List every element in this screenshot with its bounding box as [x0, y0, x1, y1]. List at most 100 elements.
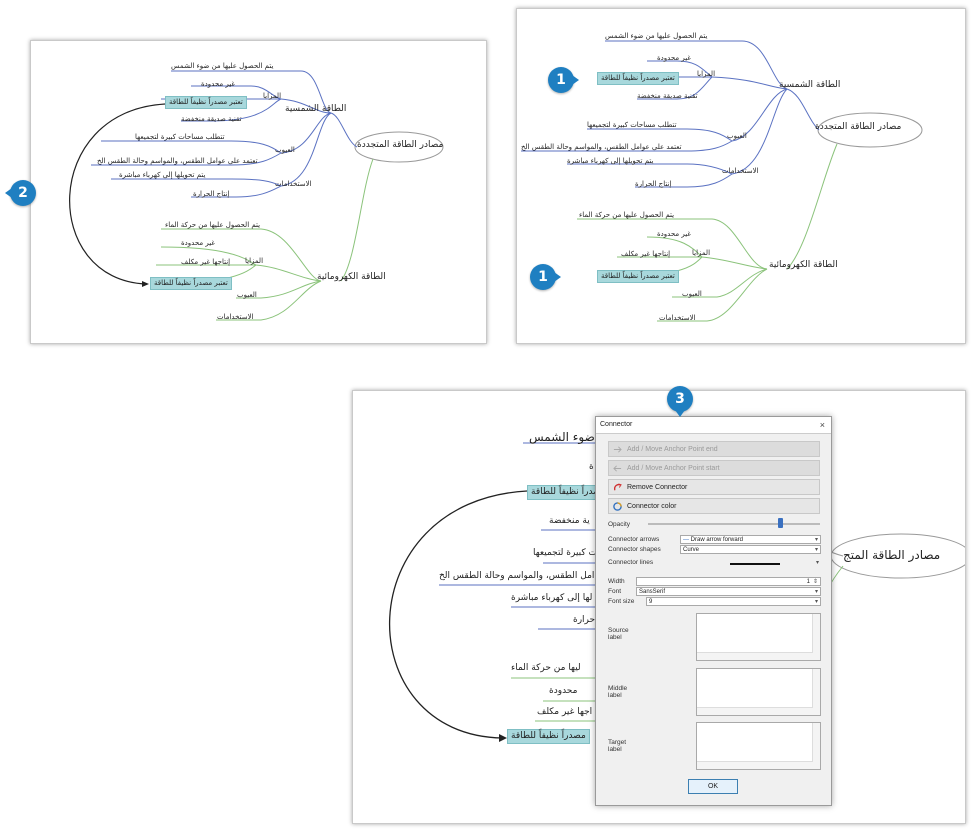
dialog-title: Connector	[600, 421, 633, 428]
hydro-advantages-node[interactable]: المزايا	[245, 257, 264, 265]
connector-arrows-label: Connector arrows	[608, 536, 660, 543]
mindmap-node[interactable]: محدودة	[549, 686, 578, 696]
target-label-caption: Target label	[608, 739, 627, 753]
mindmap-panel-right: مصادر الطاقة المتجددة الطاقة الشمسية يتم…	[516, 8, 966, 344]
connector-shapes-select[interactable]: Curve ▾	[680, 545, 821, 554]
disadvantages-node[interactable]: العيوب	[727, 132, 747, 140]
solar-node[interactable]: الطاقة الشمسية	[285, 104, 347, 114]
connector-arrows-select[interactable]: — Draw arrow forward ▾	[680, 535, 821, 544]
ok-button[interactable]: OK	[688, 779, 738, 794]
root-node[interactable]: مصادر الطاقة المتجددة	[815, 122, 902, 132]
hydro-node[interactable]: الطاقة الكهرومائية	[317, 272, 386, 282]
chevron-down-icon: ▾	[814, 547, 818, 553]
mindmap-node[interactable]: اجها غير مكلف	[537, 707, 593, 717]
hydro-advantage-node[interactable]: غير محدودة	[181, 239, 215, 247]
mindmap-node-highlighted[interactable]: صدراً نظيفاً للطاقة	[527, 485, 605, 500]
mindmap-node[interactable]: ليها من حركة الماء	[511, 663, 581, 673]
add-anchor-end-button[interactable]: Add / Move Anchor Point end	[608, 441, 820, 457]
mindmap-node[interactable]: ة	[589, 462, 594, 472]
connector-color-button[interactable]: Connector color	[608, 498, 820, 514]
mindmap-node[interactable]: ضوء الشمس	[529, 430, 595, 444]
disadvantage-node[interactable]: تعتمد على عوامل الطقس، والمواسم وحالة ال…	[521, 143, 682, 151]
font-select[interactable]: SansSerif ▾	[636, 587, 821, 596]
hydro-advantage-node[interactable]: إنتاجها غير مكلف	[181, 258, 231, 266]
scrollbar[interactable]	[697, 707, 813, 715]
disadvantage-node[interactable]: تتطلب مساحات كبيرة لتجميعها	[587, 121, 677, 129]
font-size-select[interactable]: 9 ▾	[646, 597, 821, 606]
advantage-node[interactable]: غير محدودة	[201, 80, 235, 88]
use-node[interactable]: يتم تحويلها إلى كهرباء مباشرة	[567, 157, 654, 165]
advantage-node[interactable]: غير محدودة	[657, 54, 691, 62]
disadvantage-node[interactable]: تعتمد على عوامل الطقس، والمواسم وحالة ال…	[97, 157, 258, 165]
scrollbar[interactable]	[697, 761, 813, 769]
hydro-source-node[interactable]: يتم الحصول عليها من حركة الماء	[579, 211, 675, 219]
hydro-disadvantages-node[interactable]: العيوب	[682, 290, 702, 298]
add-anchor-start-button[interactable]: Add / Move Anchor Point start	[608, 460, 820, 476]
close-icon[interactable]: ×	[819, 420, 825, 430]
mindmap-node[interactable]: ت كبيرة لتجميعها	[533, 548, 598, 558]
hydro-advantage-node-highlighted[interactable]: تعتبر مصدراً نظيفاً للطاقة	[150, 277, 232, 290]
root-node[interactable]: مصادر الطاقة المتجددة	[357, 140, 444, 150]
hydro-uses-node[interactable]: الاستخدامات	[659, 314, 696, 322]
advantage-node-highlighted[interactable]: تعتبر مصدراً نظيفاً للطاقة	[165, 96, 247, 109]
mindmap-node[interactable]: امل الطقس، والمواسم وحالة الطقس الخ	[439, 571, 595, 581]
source-label-textarea[interactable]	[696, 613, 821, 661]
advantages-node[interactable]: المزايا	[697, 70, 716, 78]
connector-lines-select[interactable]: ▾	[680, 557, 821, 569]
hydro-advantages-node[interactable]: المزايا	[692, 249, 711, 257]
scrollbar[interactable]	[697, 652, 813, 660]
root-node[interactable]: مصادر الطاقة المتج	[843, 548, 941, 562]
advantage-node-highlighted[interactable]: تعتبر مصدراً نظيفاً للطاقة	[597, 72, 679, 85]
hydro-source-node[interactable]: يتم الحصول عليها من حركة الماء	[165, 221, 261, 229]
source-label-caption: Source label	[608, 627, 629, 641]
solar-source-node[interactable]: يتم الحصول عليها من ضوء الشمس	[605, 32, 708, 40]
use-node[interactable]: يتم تحويلها إلى كهرباء مباشرة	[119, 171, 206, 179]
scrollbar[interactable]	[812, 614, 820, 660]
font-label: Font	[608, 588, 622, 595]
solar-source-node[interactable]: يتم الحصول عليها من ضوء الشمس	[171, 62, 274, 70]
scrollbar[interactable]	[812, 723, 820, 769]
disadvantage-node[interactable]: تتطلب مساحات كبيرة لتجميعها	[135, 133, 225, 141]
remove-connector-button[interactable]: Remove Connector	[608, 479, 820, 495]
width-label: Width	[608, 578, 625, 585]
advantage-node[interactable]: تقنية صديقة منخفضة	[181, 115, 242, 123]
chevron-down-icon: ▾	[814, 599, 818, 605]
target-label-textarea[interactable]	[696, 722, 821, 770]
opacity-slider-track[interactable]	[648, 523, 820, 525]
menu-item-label: Add / Move Anchor Point end	[627, 446, 718, 453]
hydro-node[interactable]: الطاقة الكهرومائية	[769, 260, 838, 270]
scrollbar[interactable]	[812, 669, 820, 715]
use-node[interactable]: إنتاج الحرارة	[193, 190, 230, 198]
anchor-icon	[613, 446, 622, 453]
step-badge-1: 1	[548, 67, 579, 93]
hydro-advantage-node-highlighted[interactable]: تعتبر مصدراً نظيفاً للطاقة	[597, 270, 679, 283]
uses-node[interactable]: الاستخدامات	[275, 180, 312, 188]
anchor-icon	[613, 465, 622, 472]
mindmap-node[interactable]: لها إلى كهرباء مباشرة	[511, 593, 593, 603]
remove-connector-icon	[613, 483, 622, 491]
use-node[interactable]: إنتاج الحرارة	[635, 180, 672, 188]
hydro-advantage-node[interactable]: إنتاجها غير مكلف	[621, 250, 671, 258]
hydro-disadvantages-node[interactable]: العيوب	[237, 291, 257, 299]
mindmap-node[interactable]: حرارة	[573, 615, 596, 625]
opacity-slider-thumb[interactable]	[778, 518, 783, 528]
step-badge-3: 3	[667, 386, 693, 417]
menu-item-label: Connector color	[627, 503, 677, 510]
hydro-advantage-node[interactable]: غير محدودة	[657, 230, 691, 238]
select-value: SansSerif	[639, 589, 666, 595]
solar-node[interactable]: الطاقة الشمسية	[779, 80, 841, 90]
select-value: Draw arrow forward	[690, 537, 744, 543]
mindmap-panel-left: مصادر الطاقة المتجددة الطاقة الشمسية يتم…	[30, 40, 487, 344]
width-spinner[interactable]: 1 ⇕	[636, 577, 821, 586]
mindmap-node[interactable]: ية منخفضة	[549, 516, 590, 526]
mindmap-node-highlighted[interactable]: مصدراً نظيفاً للطاقة	[507, 729, 590, 744]
middle-label-textarea[interactable]	[696, 668, 821, 716]
arrow-line-icon: —	[683, 537, 689, 543]
disadvantages-node[interactable]: العيوب	[275, 146, 295, 154]
uses-node[interactable]: الاستخدامات	[722, 167, 759, 175]
chevron-down-icon: ▾	[814, 589, 818, 595]
advantages-node[interactable]: المزايا	[263, 92, 282, 100]
spinner-value: 1	[806, 579, 810, 585]
advantage-node[interactable]: تقنية صديقة منخفضة	[637, 92, 698, 100]
hydro-uses-node[interactable]: الاستخدامات	[217, 313, 254, 321]
